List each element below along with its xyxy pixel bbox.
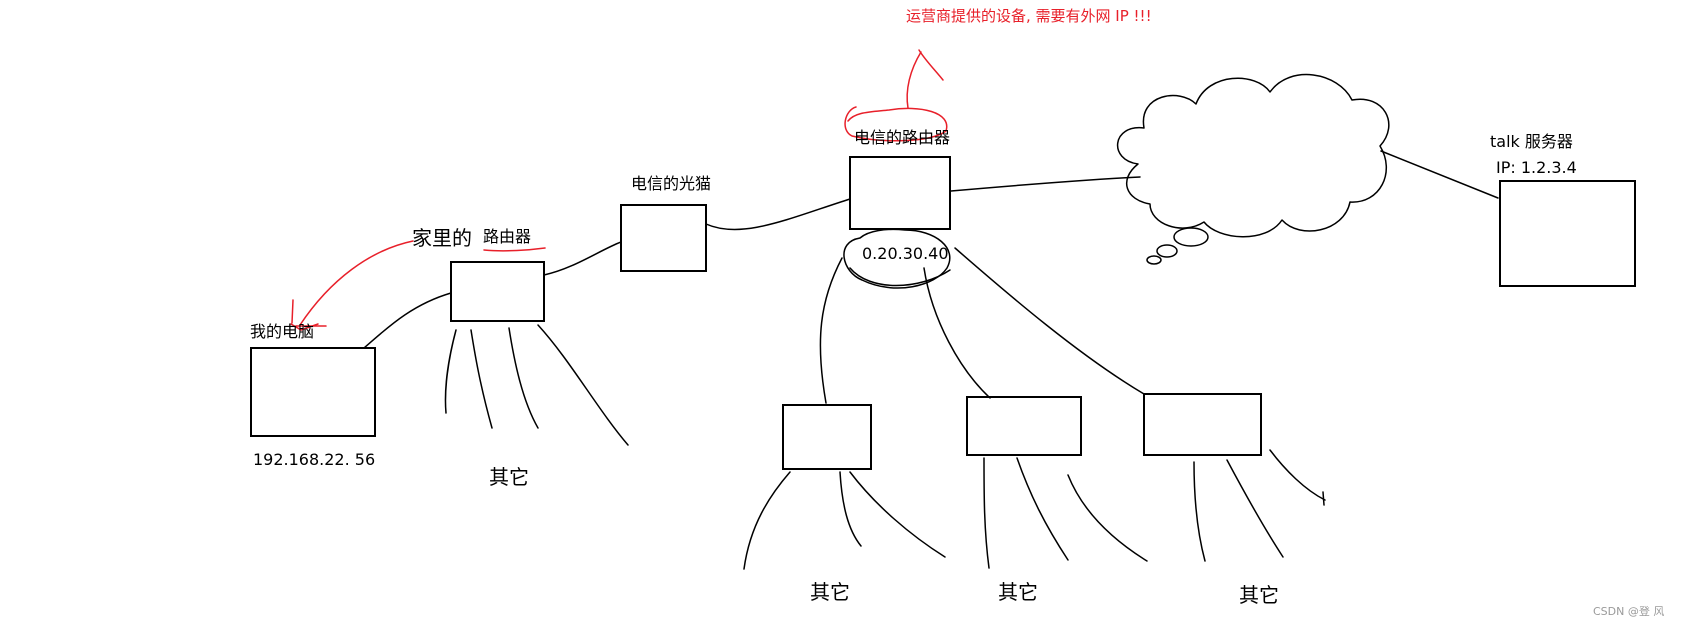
link-cloud-server (1380, 150, 1499, 199)
sub2-stub-1 (983, 457, 990, 569)
sub-device-box-3 (1143, 393, 1262, 456)
others-label-sub3: 其它 (1239, 583, 1279, 607)
link-router-sub-1 (819, 257, 843, 404)
my-pc-ip-label: 192.168.22. 56 (253, 450, 376, 469)
home-router-label-suffix: 路由器 (483, 227, 532, 246)
sub3-stub-2 (1226, 459, 1284, 558)
home-router-label-prefix: 家里的 (412, 226, 472, 250)
router-ip-label: 0.20.30.40 (862, 244, 949, 263)
sub2-stub-3 (1067, 474, 1148, 562)
home-router-underline (483, 247, 546, 252)
sub-device-box-2 (966, 396, 1082, 456)
telecom-router-label: 电信的路由器 (854, 128, 951, 147)
router-ip-ellipse-inner (849, 267, 951, 287)
link-router-sub-2 (923, 267, 991, 399)
home-router-stub-4 (537, 324, 629, 446)
link-home-router-modem (543, 241, 622, 276)
link-pc-home-router (363, 292, 452, 349)
sub-device-box-1 (782, 404, 872, 470)
watermark: CSDN @登 风 (1593, 605, 1665, 618)
sub1-stub-3 (849, 471, 946, 558)
others-label-sub1: 其它 (810, 580, 850, 604)
home-router-stub-2 (470, 329, 493, 429)
home-router-stub-3 (508, 327, 539, 429)
link-modem-telecom-router (705, 198, 851, 231)
others-label-sub2: 其它 (998, 580, 1038, 604)
sub2-stub-2 (1016, 457, 1069, 561)
optical-modem-box (620, 204, 707, 272)
sub3-stub-tick (1322, 491, 1325, 506)
others-label-home: 其它 (489, 465, 529, 489)
sub3-stub-3 (1269, 449, 1326, 501)
cloud-puff-large (1173, 227, 1209, 247)
home-router-stub-1 (444, 329, 457, 414)
isp-note-arrow-shaft (906, 51, 922, 109)
talk-server-label: talk 服务器 (1490, 132, 1573, 151)
talk-server-ip-label: IP: 1.2.3.4 (1496, 158, 1577, 177)
internet-cloud (1117, 73, 1390, 238)
sub3-stub-1 (1193, 461, 1206, 562)
sub1-stub-2 (839, 471, 862, 547)
sub1-stub-1 (743, 471, 791, 570)
isp-note-arrow-head (918, 49, 944, 81)
router-ip-ellipse (843, 228, 951, 289)
router-label-circle (844, 106, 948, 142)
link-router-sub-3 (954, 247, 1145, 395)
my-pc-box (250, 347, 376, 437)
telecom-router-box (849, 156, 951, 230)
my-pc-arrow-shaft (299, 240, 414, 326)
cloud-puff-small (1146, 255, 1162, 265)
home-router-box (450, 261, 545, 322)
cloud-puff-medium (1156, 244, 1178, 258)
isp-note-label: 运营商提供的设备, 需要有外网 IP !!! (906, 7, 1152, 25)
my-pc-label: 我的电脑 (250, 322, 315, 341)
optical-modem-label: 电信的光猫 (631, 174, 712, 193)
link-router-cloud (950, 176, 1141, 192)
talk-server-box (1499, 180, 1636, 287)
